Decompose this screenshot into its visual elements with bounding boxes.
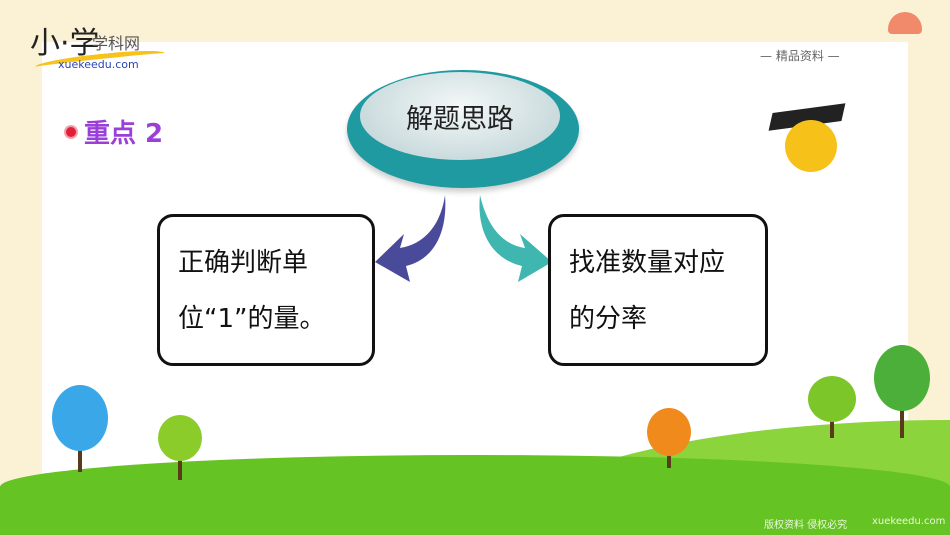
key-point-label: 重点 2 (84, 119, 164, 149)
tree-icon (647, 408, 691, 456)
arrow-right-icon (479, 195, 552, 282)
right-box: 找准数量对应的分率 (548, 214, 768, 366)
footer-site: xuekeedu.com (872, 516, 946, 527)
right-box-text: 找准数量对应的分率 (569, 248, 726, 334)
logo-subtitle: 学科网 (92, 34, 141, 53)
background-grass (0, 455, 950, 535)
arrow-left-icon (375, 195, 446, 282)
footer-copyright: 版权资料 侵权必究 (764, 520, 848, 531)
tree-icon (808, 376, 856, 422)
tree-icon (158, 415, 202, 461)
tree-trunk (78, 440, 82, 472)
center-oval-label: 解题思路 (406, 103, 514, 135)
tree-icon (874, 345, 930, 411)
left-box-text: 正确判断单位“1”的量。 (178, 248, 326, 334)
header-tag: — 精品资料 — (760, 49, 840, 63)
arrows (375, 195, 552, 282)
tree-trunk (667, 450, 671, 468)
logo-url: xuekeedu.com (58, 58, 139, 71)
left-box: 正确判断单位“1”的量。 (157, 214, 375, 366)
mascot-icon (785, 120, 837, 172)
tree-trunk (830, 410, 834, 438)
center-oval: 解题思路 (360, 72, 560, 160)
tree-icon (52, 385, 108, 451)
tree-trunk (178, 450, 182, 480)
parachute-icon (888, 12, 922, 34)
bullet-icon (64, 124, 78, 139)
logo-brand: 小·学 (30, 26, 100, 61)
tree-trunk (900, 400, 904, 438)
key-point-heading: 重点 2 (64, 113, 163, 150)
